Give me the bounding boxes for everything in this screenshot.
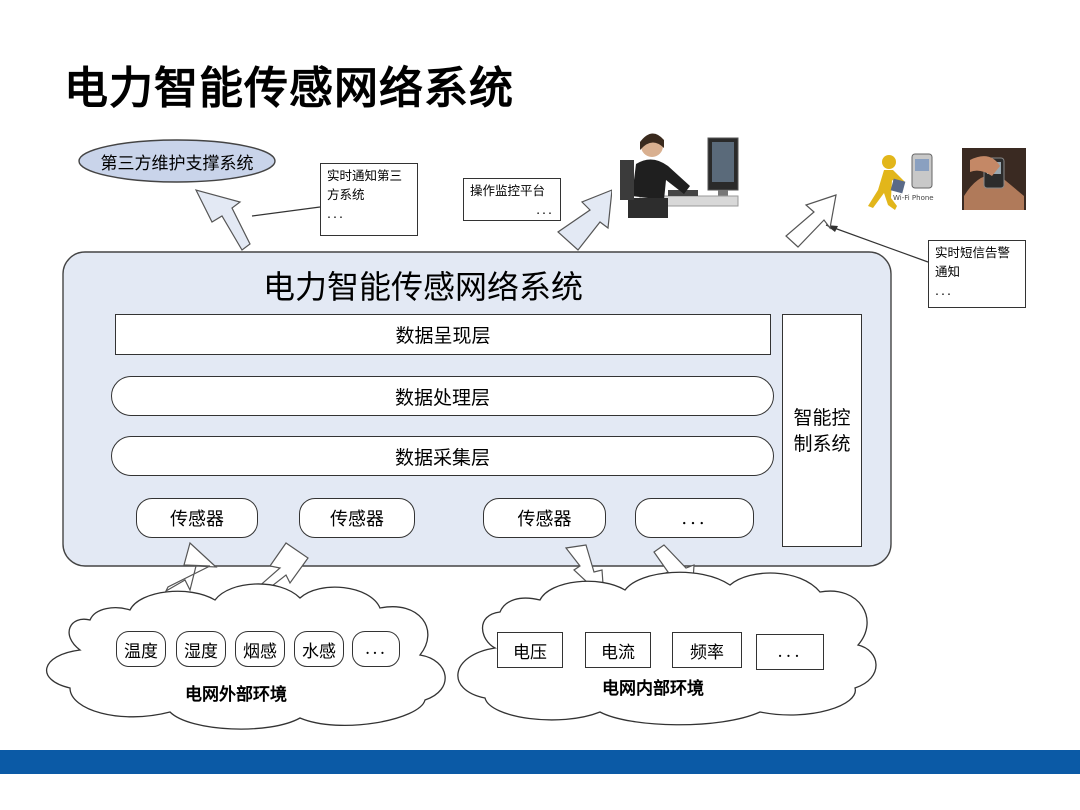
env-current: 电流 [585, 632, 651, 668]
connector-line-sms [825, 224, 929, 263]
note-ellipsis: ... [935, 283, 953, 298]
note-ellipsis: ... [327, 206, 345, 221]
arrow-up-third-party [194, 189, 251, 251]
layer-processing: 数据处理层 [111, 376, 774, 416]
note-line: 方系统 [327, 187, 365, 202]
sensor-3: 传感器 [483, 498, 606, 538]
system-title: 电力智能传感网络系统 [262, 268, 583, 306]
note-line: 实时通知第三 [327, 168, 403, 183]
env-humidity: 湿度 [176, 631, 226, 667]
wifi-phone-caption: Wi-Fi Phone [893, 194, 934, 202]
note-line: 通知 [935, 264, 961, 279]
note-ellipsis: ... [536, 202, 554, 217]
sensor-1: 传感器 [136, 498, 258, 538]
footer-bar [0, 750, 1080, 774]
layer-collection: 数据采集层 [111, 436, 774, 476]
layer-presentation: 数据呈现层 [115, 314, 771, 355]
sensor-more: ... [635, 498, 754, 538]
env-more: ... [352, 631, 400, 667]
operator-illustration [612, 126, 739, 218]
external-env-label: 电网外部环境 [185, 685, 287, 705]
control-system-label-1: 智能控 [793, 406, 851, 429]
third-party-label: 第三方维护支撑系统 [100, 153, 254, 174]
cloud-internal [457, 571, 877, 726]
note-monitor-platform: 操作监控平台 ... [463, 178, 561, 221]
connector-line-third-party [251, 206, 321, 217]
env-water: 水感 [294, 631, 344, 667]
phone-hands-illustration [962, 148, 1026, 210]
running-man-illustration [868, 153, 933, 210]
env-more-internal: ... [756, 634, 824, 670]
third-party-ellipse [78, 139, 276, 183]
arrow-down-ext-1 [164, 541, 218, 593]
note-line: 实时短信告警 [935, 245, 1011, 260]
page-title: 电力智能传感网络系统 [64, 63, 514, 114]
env-frequency: 频率 [672, 632, 742, 668]
arrow-up-monitor [557, 189, 613, 251]
note-third-party-notify: 实时通知第三 方系统 ... [320, 163, 418, 236]
arrow-up-phone [785, 194, 837, 248]
note-line: 操作监控平台 [470, 183, 546, 198]
control-system: 智能控 制系统 [782, 314, 862, 547]
internal-env-label: 电网内部环境 [602, 679, 704, 699]
note-sms-alert: 实时短信告警 通知 ... [928, 240, 1026, 308]
env-voltage: 电压 [497, 632, 563, 668]
env-smoke: 烟感 [235, 631, 285, 667]
env-temperature: 温度 [116, 631, 166, 667]
control-system-label-2: 制系统 [793, 432, 851, 455]
sensor-2: 传感器 [299, 498, 415, 538]
